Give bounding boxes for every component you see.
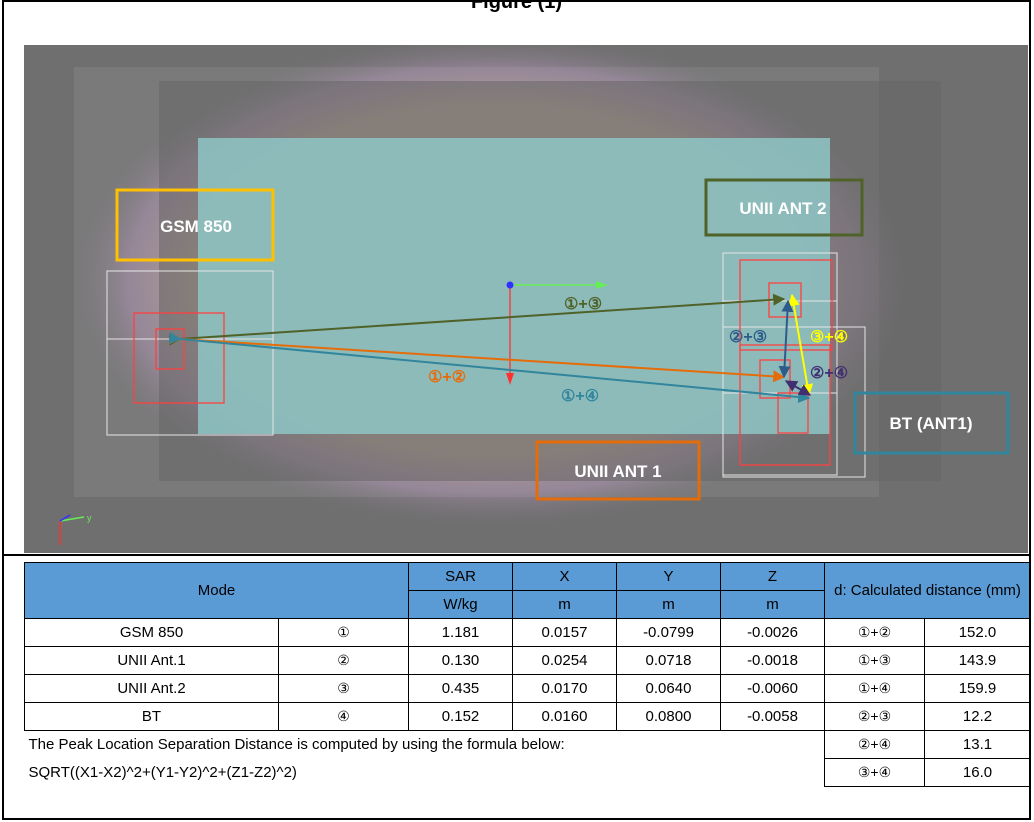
unit-sar: W/kg — [408, 590, 513, 619]
cell-x: 0.0157 — [512, 618, 617, 647]
unii2-callout-label: UNII ANT 2 — [739, 199, 826, 218]
arrow-1-4 — [168, 332, 811, 403]
header-sar: SAR — [408, 562, 513, 591]
unit-z: m — [720, 590, 825, 619]
note-row: SQRT((X1-X2)^2+(Y1-Y2)^2+(Z1-Z2)^2) ③+④ … — [25, 758, 1029, 787]
header-distance: d: Calculated distance (mm) — [824, 562, 1029, 619]
note-row: The Peak Location Separation Distance is… — [25, 730, 1029, 759]
cell-index: ① — [278, 618, 409, 647]
cell-y: 0.0640 — [616, 674, 721, 703]
sar-data-table: Mode SAR X Y Z d: Calculated distance (m… — [24, 562, 1030, 787]
cell-pair: ②+③ — [824, 702, 925, 731]
cell-y: -0.0799 — [616, 618, 721, 647]
arrow-3-4 — [787, 293, 814, 397]
unii1-callout-box — [535, 440, 701, 501]
cell-pair: ①+④ — [824, 674, 925, 703]
header-row: Mode SAR X Y Z d: Calculated distance (m… — [24, 562, 1029, 619]
bt-callout-label: BT (ANT1) — [889, 414, 972, 433]
table-row: UNII Ant.1 ② 0.130 0.0254 0.0718 -0.0018… — [24, 646, 1029, 675]
bt-callout-box — [853, 391, 1010, 455]
axis-triad-icon: y — [59, 513, 92, 545]
cell-distance: 12.2 — [924, 702, 1029, 731]
unit-x: m — [512, 590, 617, 619]
cell-y: 0.0800 — [616, 702, 721, 731]
gsm-callout-label: GSM 850 — [160, 217, 232, 236]
table-row: UNII Ant.2 ③ 0.435 0.0170 0.0640 -0.0060… — [24, 674, 1029, 703]
cell-index: ② — [278, 646, 409, 675]
cell-mode: GSM 850 — [24, 618, 279, 647]
unit-y: m — [616, 590, 721, 619]
cell-sar: 0.435 — [408, 674, 513, 703]
cell-sar: 1.181 — [408, 618, 513, 647]
label-2-4: ②+④ — [810, 365, 848, 382]
table-row: GSM 850 ① 1.181 0.0157 -0.0799 -0.0026 ①… — [24, 618, 1029, 647]
cell-pair: ①+② — [824, 618, 925, 647]
formula-text: SQRT((X1-X2)^2+(Y1-Y2)^2+(Z1-Z2)^2) — [28, 764, 297, 781]
cell-x: 0.0254 — [512, 646, 617, 675]
cell-x: 0.0170 — [512, 674, 617, 703]
arrow-2-3 — [778, 299, 794, 379]
cell-pair: ②+④ — [824, 730, 925, 759]
header-mode: Mode — [24, 562, 409, 619]
cell-index: ④ — [278, 702, 409, 731]
cell-y: 0.0718 — [616, 646, 721, 675]
unii2-callout-box — [704, 178, 864, 237]
formula-description: The Peak Location Separation Distance is… — [28, 736, 565, 754]
cell-distance: 13.1 — [924, 730, 1029, 759]
header-x: X — [512, 562, 617, 591]
axis-y-label: y — [87, 513, 92, 523]
cell-distance: 16.0 — [924, 758, 1029, 787]
cell-index: ③ — [278, 674, 409, 703]
figure-title: Figure (1) — [470, 0, 563, 13]
label-3-4: ③+④ — [810, 329, 848, 346]
cell-sar: 0.152 — [408, 702, 513, 731]
gsm-callout-box — [115, 188, 275, 262]
sar-simulation-image: ①+③ ①+② ①+④ ②+③ ③+④ ②+④ GSM 850 UNII ANT… — [24, 45, 1028, 553]
cell-pair: ①+③ — [824, 646, 925, 675]
cell-z: -0.0058 — [720, 702, 825, 731]
label-1-2: ①+② — [428, 369, 466, 386]
section-divider — [4, 554, 1029, 556]
cell-distance: 143.9 — [924, 646, 1029, 675]
units-row: W/kg m m m — [25, 590, 1030, 619]
cell-z: -0.0026 — [720, 618, 825, 647]
label-1-4: ①+④ — [561, 388, 599, 405]
cell-z: -0.0018 — [720, 646, 825, 675]
cell-mode: BT — [24, 702, 279, 731]
arrow-2-4 — [784, 380, 812, 396]
cell-mode: UNII Ant.2 — [24, 674, 279, 703]
cell-distance: 152.0 — [924, 618, 1029, 647]
header-y: Y — [616, 562, 721, 591]
cell-pair: ③+④ — [824, 758, 925, 787]
table-row: BT ④ 0.152 0.0160 0.0800 -0.0058 ②+③ 12.… — [24, 702, 1029, 731]
label-1-3: ①+③ — [564, 296, 602, 313]
cell-x: 0.0160 — [512, 702, 617, 731]
unii1-callout-label: UNII ANT 1 — [574, 462, 661, 481]
cell-mode: UNII Ant.1 — [24, 646, 279, 675]
label-2-3: ②+③ — [729, 329, 767, 346]
sar-region — [198, 138, 830, 434]
cell-distance: 159.9 — [924, 674, 1029, 703]
sar-plot-svg: ①+③ ①+② ①+④ ②+③ ③+④ ②+④ GSM 850 UNII ANT… — [59, 45, 1010, 545]
header-z: Z — [720, 562, 825, 591]
cell-z: -0.0060 — [720, 674, 825, 703]
cell-sar: 0.130 — [408, 646, 513, 675]
